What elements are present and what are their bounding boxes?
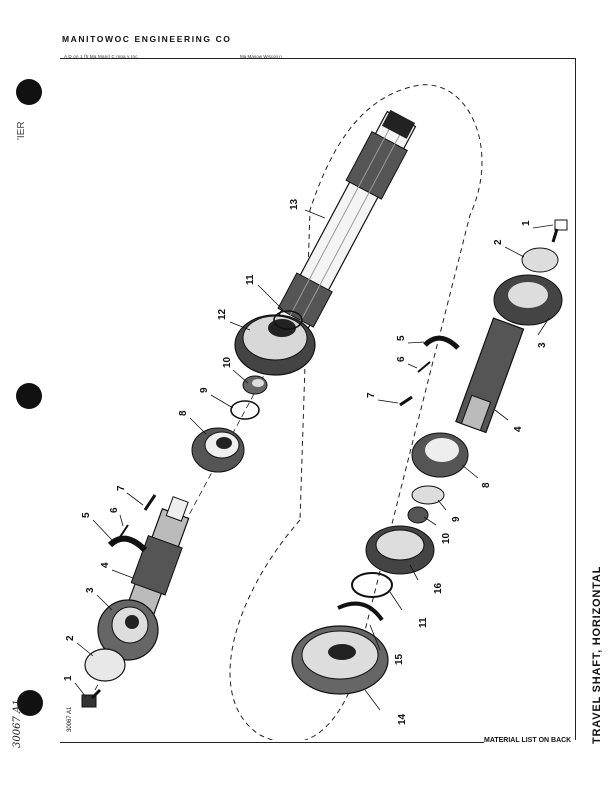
header-subline-right: Ma Manow Wiscon n bbox=[240, 54, 282, 59]
header-subline-left: A D on 1 fh Ma Manit C mpa y Inc bbox=[64, 54, 138, 59]
label-left-10: 10 bbox=[222, 356, 233, 368]
top-border-line bbox=[60, 58, 576, 59]
right-pin-7 bbox=[399, 395, 413, 407]
label-right-2: 2 bbox=[493, 239, 504, 245]
label-left-8: 8 bbox=[178, 410, 189, 416]
label-left-2: 2 bbox=[65, 635, 76, 641]
right-hub-16 bbox=[365, 525, 435, 575]
left-bearing-10 bbox=[242, 375, 268, 395]
label-right-11: 11 bbox=[418, 617, 429, 628]
right-ring-15 bbox=[337, 601, 384, 622]
label-left-11: 11 bbox=[245, 274, 256, 285]
label-left-1: 1 bbox=[63, 675, 74, 681]
right-bearing-10 bbox=[407, 506, 429, 524]
left-part-labels: 13 11 12 10 9 8 7 6 5 4 3 2 1 bbox=[63, 198, 300, 681]
right-sprocket-3 bbox=[493, 274, 563, 326]
drawing-title: TRAVEL SHAFT, HORIZONTAL bbox=[591, 565, 603, 744]
label-right-1: 1 bbox=[521, 220, 532, 226]
right-sprocket-14 bbox=[291, 625, 389, 695]
label-right-14: 14 bbox=[397, 713, 408, 725]
right-retainer-5 bbox=[423, 335, 460, 350]
label-left-4: 4 bbox=[100, 562, 111, 568]
binder-hole-top bbox=[16, 79, 42, 105]
exploded-parts-drawing: 13 11 12 10 9 8 7 6 5 4 3 2 1 1 2 3 5 6 … bbox=[63, 84, 568, 740]
label-left-12: 12 bbox=[217, 308, 228, 320]
label-left-7: 7 bbox=[116, 485, 127, 491]
right-bolt-6 bbox=[417, 361, 431, 373]
leader-lines bbox=[74, 209, 554, 711]
left-bolt-1 bbox=[81, 688, 102, 708]
binder-hole-bottom bbox=[17, 690, 43, 716]
margin-mark: 'IER bbox=[16, 121, 27, 140]
label-right-10: 10 bbox=[441, 532, 452, 544]
label-left-3: 3 bbox=[85, 587, 96, 593]
binder-hole-middle bbox=[16, 383, 42, 409]
left-bolt-6 bbox=[119, 524, 129, 538]
right-part-labels: 1 2 3 5 6 7 4 8 9 10 16 11 15 14 bbox=[366, 220, 548, 725]
right-washer-11 bbox=[351, 572, 393, 598]
label-left-13: 13 bbox=[289, 198, 300, 210]
label-right-4: 4 bbox=[513, 426, 524, 432]
right-plate-2 bbox=[521, 247, 559, 273]
label-right-3: 3 bbox=[537, 342, 548, 348]
label-right-8: 8 bbox=[481, 482, 492, 488]
label-left-6: 6 bbox=[109, 507, 120, 513]
right-shaft-4 bbox=[455, 317, 525, 434]
company-name: MANITOWOC ENGINEERING CO bbox=[62, 34, 232, 44]
left-washer-9 bbox=[230, 400, 260, 420]
left-sprocket-3 bbox=[97, 599, 159, 661]
left-plate-2 bbox=[84, 648, 126, 682]
label-right-5: 5 bbox=[396, 335, 407, 341]
handwritten-drawing-number: 30067 A1 bbox=[12, 699, 23, 748]
label-right-15: 15 bbox=[394, 653, 405, 665]
label-left-5: 5 bbox=[81, 512, 92, 518]
left-hub-8 bbox=[191, 427, 245, 473]
label-right-7: 7 bbox=[366, 392, 377, 398]
left-washer-11 bbox=[273, 310, 303, 330]
left-shaft-13 bbox=[273, 109, 417, 340]
label-right-6: 6 bbox=[396, 356, 407, 362]
right-washer-9 bbox=[411, 485, 445, 505]
left-retainer-5 bbox=[107, 535, 148, 553]
label-right-9: 9 bbox=[451, 516, 462, 522]
bottom-border-line bbox=[60, 742, 484, 743]
right-border-line bbox=[575, 58, 576, 740]
label-left-9: 9 bbox=[199, 387, 210, 393]
assembly-dashed-loop bbox=[229, 84, 483, 740]
label-right-16: 16 bbox=[433, 582, 444, 594]
left-pin-7 bbox=[143, 494, 157, 511]
right-hub-8 bbox=[411, 432, 469, 478]
material-list-note: MATERIAL LIST ON BACK bbox=[484, 737, 572, 744]
right-bolt-1 bbox=[551, 219, 568, 243]
